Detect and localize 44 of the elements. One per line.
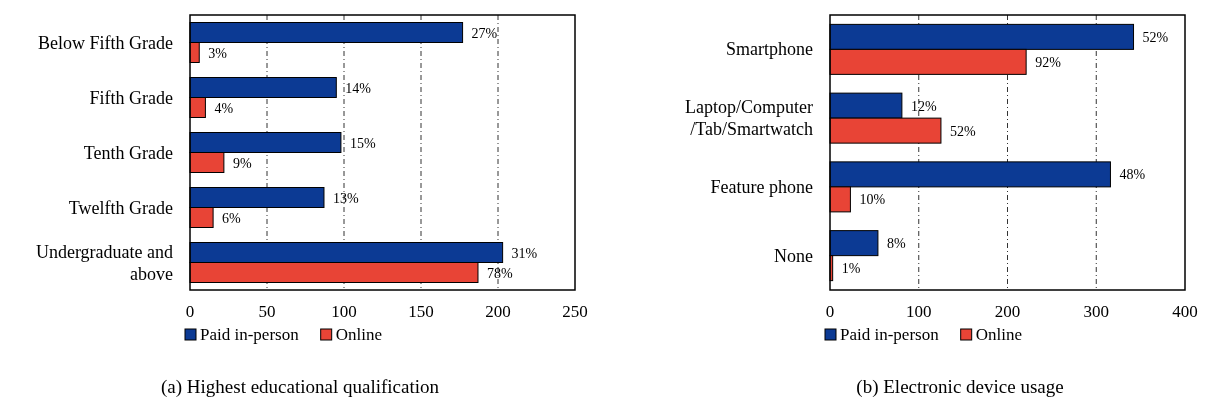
legend-label: Paid in-person bbox=[840, 325, 939, 344]
axis-label: Fifth Grade bbox=[89, 87, 173, 108]
tick-label: 300 bbox=[1083, 302, 1109, 321]
data-label: 4% bbox=[214, 100, 234, 116]
data-label: 14% bbox=[345, 80, 371, 96]
data-label: 9% bbox=[232, 155, 252, 171]
chart-title: (b) Electronic device usage bbox=[856, 376, 1064, 397]
tick-label: 400 bbox=[1172, 302, 1198, 321]
legend-label: Online bbox=[335, 325, 382, 344]
axis-label: Feature phone bbox=[710, 176, 813, 197]
data-label: 1% bbox=[841, 261, 861, 277]
data-label: 13% bbox=[333, 190, 359, 206]
tick-label: 100 bbox=[331, 302, 357, 321]
axis-label: Undergraduate and above bbox=[35, 241, 173, 284]
data-label: 31% bbox=[511, 245, 538, 261]
data-label: 48% bbox=[1119, 167, 1146, 183]
axis-label: Smartphone bbox=[726, 39, 813, 60]
data-label: 10% bbox=[859, 192, 886, 208]
axis-label: None bbox=[774, 245, 813, 266]
axis-label: Below Fifth Grade bbox=[38, 32, 173, 53]
data-label: 8% bbox=[886, 236, 906, 252]
tick-label: 150 bbox=[408, 302, 434, 321]
tick-label: 200 bbox=[485, 302, 511, 321]
axis-label: Laptop/Computer /Tab/Smartwatch bbox=[685, 97, 813, 140]
data-label: 3% bbox=[208, 45, 227, 61]
data-label: 52% bbox=[1142, 29, 1169, 45]
tick-label: 100 bbox=[906, 302, 932, 321]
chart-title: (a) Highest educational qualification bbox=[161, 376, 439, 397]
data-label: 52% bbox=[949, 123, 976, 139]
data-label: 27% bbox=[471, 25, 498, 41]
tick-label: 200 bbox=[994, 302, 1021, 321]
tick-label: 250 bbox=[562, 302, 588, 321]
legend-label: Online bbox=[975, 325, 1022, 344]
legend-label: Paid in-person bbox=[200, 325, 299, 344]
data-label: 92% bbox=[1035, 54, 1061, 70]
axis-label: Tenth Grade bbox=[83, 142, 173, 163]
tick-label: 0 bbox=[185, 302, 195, 321]
data-label: 15% bbox=[349, 135, 376, 151]
tick-label: 50 bbox=[258, 302, 276, 321]
data-label: 78% bbox=[487, 265, 513, 281]
data-label: 12% bbox=[910, 98, 937, 114]
axis-label: Twelfth Grade bbox=[68, 197, 173, 218]
tick-label: 0 bbox=[825, 302, 835, 321]
data-label: 6% bbox=[222, 210, 241, 226]
